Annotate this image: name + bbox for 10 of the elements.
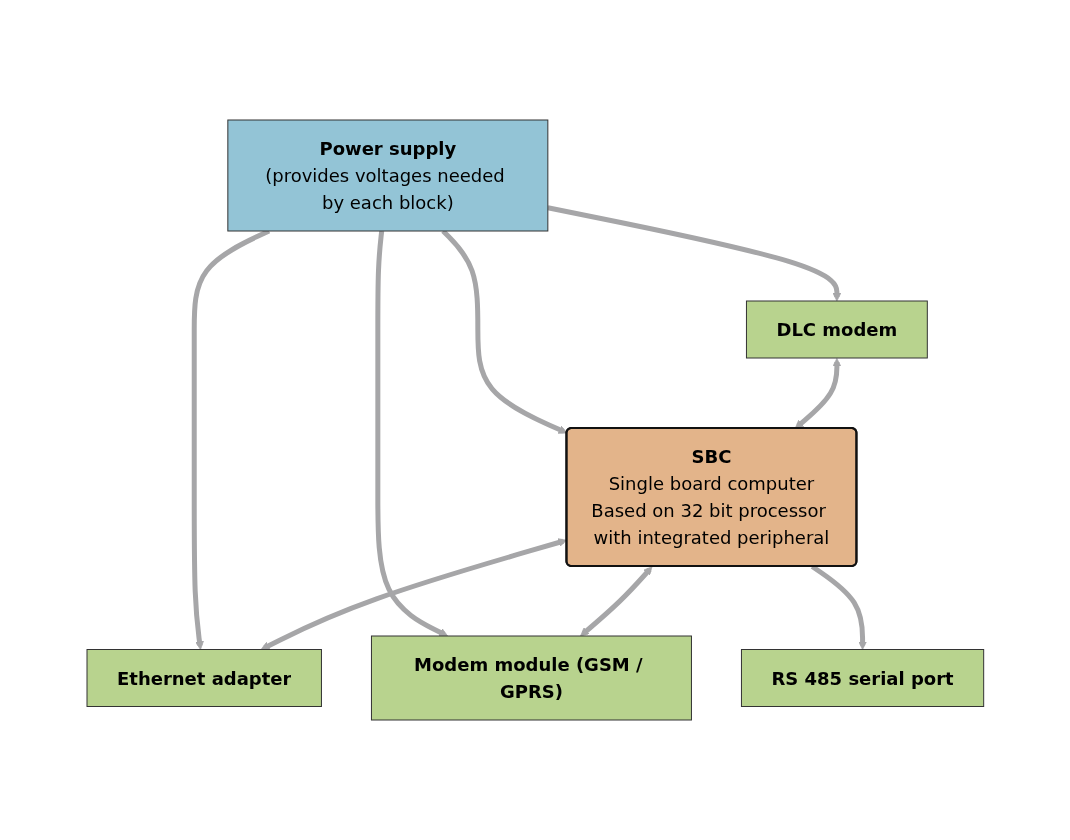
node-box: DLC modem (745, 300, 928, 359)
node-box: Ethernet adapter (86, 649, 322, 707)
arrow (547, 205, 841, 302)
arrow (579, 566, 653, 637)
arrow (794, 358, 841, 429)
node-box: Power supply (provides voltages needed by each block) (227, 119, 548, 232)
arrow (260, 538, 567, 650)
node-box: RS 485 serial port (740, 649, 984, 707)
arrow (375, 230, 448, 637)
node-box: Modem module (GSM / GPRS) (370, 635, 692, 721)
